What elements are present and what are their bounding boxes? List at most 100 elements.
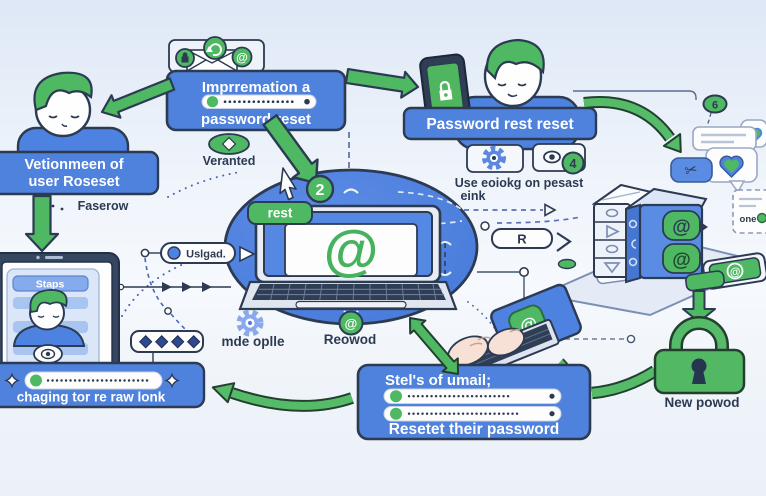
touchpad [295, 300, 407, 309]
diamond-icon [221, 136, 237, 152]
laptop-icon: @ [238, 204, 458, 311]
padlock-icon [653, 316, 746, 395]
chevron-right-icon [556, 232, 572, 252]
gear-teeth [236, 309, 264, 337]
green-pad-icon [685, 270, 725, 292]
mouth [507, 93, 518, 98]
eye-closed [48, 115, 58, 119]
r-tag [491, 228, 553, 249]
envelope-folds [186, 49, 238, 72]
keyhole [444, 93, 448, 97]
dashed-connector [706, 112, 712, 128]
note-box [732, 189, 766, 234]
at-icon: @ [672, 217, 691, 238]
mouth [61, 123, 68, 127]
camera-dot [36, 255, 40, 260]
green-dot-icon [756, 212, 766, 224]
swoosh-arrowhead [211, 382, 236, 404]
open-arrowhead [544, 203, 557, 217]
hand-right [487, 327, 525, 357]
veranted-chip [208, 133, 250, 155]
step4-number: 4 [570, 157, 577, 171]
flow-arrowhead [182, 282, 192, 292]
use-caption-line1: Use eoiokg on pesast [455, 176, 584, 190]
email-reset-box: Stel's of umail; Resetet their password [356, 363, 592, 441]
at-icon: @ [672, 250, 691, 271]
diamond-icon [186, 335, 201, 349]
at-badge [231, 46, 253, 68]
tablet-device: Staps [0, 252, 120, 374]
eye-closed [497, 83, 507, 87]
password-reset-banner: Password rest reset [402, 106, 598, 141]
step2-circle [305, 174, 335, 204]
flow-arrowhead [162, 282, 172, 292]
shackle [671, 318, 727, 352]
eye-closed [517, 83, 527, 87]
central-monitor-node: @ rest [223, 168, 479, 326]
verification-banner: Vetionmeen of user Roseset [0, 150, 160, 196]
gear-teeth [482, 146, 506, 170]
uslgad-pill [160, 242, 236, 264]
dotted-arc-right [467, 301, 506, 351]
key-columns [270, 283, 437, 301]
spine-glyph [628, 257, 638, 267]
r-label: R [517, 232, 527, 247]
reowod-caption: Reowod [324, 332, 377, 347]
tick-dot [51, 204, 55, 208]
dashed-curve-uslgad [144, 257, 195, 338]
email-line1: Stel's of umail; [385, 372, 491, 389]
banner-line2: user Roseset [28, 174, 119, 190]
gear-center [247, 320, 253, 326]
avatar-hair [29, 289, 68, 314]
arrow-down-to-padlock [682, 290, 716, 323]
scissors-bubble [670, 157, 713, 183]
notification-bubbles: 6 ✂ [670, 94, 766, 194]
step2-badge: 2 [305, 174, 335, 204]
banner-line1: Vetionmeen of [24, 157, 123, 173]
green-dot-icon [557, 258, 577, 270]
request-box: Imprremation a password reset [165, 69, 347, 132]
rest-tag-label: rest [268, 206, 293, 221]
curve-arrowhead [662, 133, 682, 154]
scissors-icon: ✂ [683, 161, 699, 181]
r-node: R [491, 228, 572, 252]
arrow-to-right [344, 67, 420, 99]
dotted-arc-topleft [167, 171, 241, 198]
uslgad-node: Uslgad. [160, 242, 256, 264]
swoosh-fill [230, 389, 354, 410]
at-badge [338, 310, 364, 336]
node-dot [164, 307, 172, 315]
staps-label: Staps [36, 279, 65, 291]
keyhole [691, 358, 707, 374]
eye-closed [52, 315, 60, 318]
avatar [12, 289, 86, 347]
sparkle-icon [3, 372, 21, 389]
gear-center [492, 156, 496, 160]
server-books-platform: @ @ @ [537, 183, 766, 317]
book-page-line [601, 191, 641, 201]
band-fill [591, 367, 658, 398]
chevron-mark [343, 188, 359, 194]
uslgad-label: Uslgad. [186, 249, 226, 261]
banner-box [402, 106, 598, 141]
swoosh-arrow-left [211, 382, 354, 412]
node-dot [480, 221, 490, 231]
field-dot [206, 96, 219, 108]
step6-badge [702, 94, 728, 114]
spine-glyph [631, 239, 637, 249]
blue-dot-icon [167, 246, 181, 260]
speaker-slot [45, 256, 63, 259]
spine-glyph [628, 219, 638, 229]
reowod-node: @ Reowod [324, 310, 377, 347]
field-dot [390, 407, 402, 420]
triangle-arrow [239, 245, 256, 263]
one-caption: one [740, 214, 757, 225]
email-line2: Resetet their password [389, 421, 560, 438]
banner-label: chaging tor re raw lonk [17, 390, 166, 405]
connector [573, 90, 697, 100]
gear-caption: mde oplle [221, 334, 285, 349]
diamond-icon [138, 335, 153, 349]
step4-badge [561, 151, 585, 175]
keyhole-slot [692, 370, 706, 384]
